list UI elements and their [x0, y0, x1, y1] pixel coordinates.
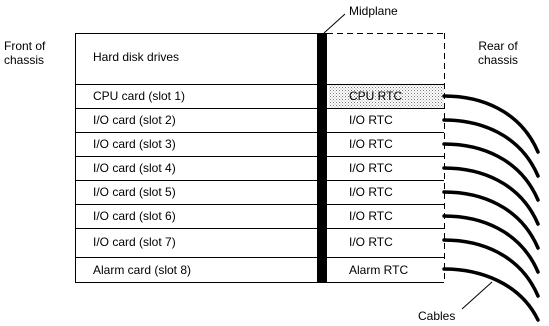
- cables-label: Cables: [418, 309, 456, 323]
- front-of-chassis-label: Front of chassis: [4, 39, 45, 67]
- slot-6-card-label: I/O card (slot 6): [93, 209, 176, 223]
- slot-3-rtc-label: I/O RTC: [349, 137, 393, 151]
- cable-slot-5: [442, 190, 540, 250]
- cpu-rtc-shading: [329, 84, 444, 108]
- cable-slot-4: [442, 166, 540, 226]
- cables: [442, 94, 540, 322]
- slot-4-rtc-label: I/O RTC: [349, 161, 393, 175]
- slot-8-rtc-label: Alarm RTC: [349, 263, 409, 277]
- slot-6-rtc-label: I/O RTC: [349, 209, 393, 223]
- rear-label-line2: chassis: [477, 53, 518, 67]
- slot-1-rtc-label: CPU RTC: [349, 89, 403, 103]
- rear-of-chassis-label: Rear of chassis: [470, 39, 526, 67]
- hard-disk-drives-label: Hard disk drives: [93, 50, 180, 64]
- slot-3-card-label: I/O card (slot 3): [93, 137, 176, 151]
- cable-slot-6: [442, 214, 540, 274]
- front-label-line2: chassis: [4, 53, 45, 67]
- slot-2-card-label: I/O card (slot 2): [93, 113, 176, 127]
- cables-leader: [461, 281, 493, 310]
- slot-4-card-label: I/O card (slot 4): [93, 161, 176, 175]
- slot-2-rtc-label: I/O RTC: [349, 113, 393, 127]
- cable-slot-7: [442, 238, 540, 298]
- cable-slot-2: [442, 118, 540, 178]
- midplane-leader: [323, 13, 346, 34]
- slot-8-card-label: Alarm card (slot 8): [93, 263, 192, 277]
- front-label-line1: Front of: [4, 39, 46, 53]
- slot-1-card-label: CPU card (slot 1): [93, 89, 186, 103]
- cable-slot-8: [442, 267, 540, 322]
- cable-slot-1: [442, 94, 540, 154]
- slot-7-rtc-label: I/O RTC: [349, 235, 393, 249]
- slot-5-card-label: I/O card (slot 5): [93, 185, 176, 199]
- midplane-bar: [317, 33, 327, 283]
- slot-7-card-label: I/O card (slot 7): [93, 235, 176, 249]
- slot-5-rtc-label: I/O RTC: [349, 185, 393, 199]
- midplane-label: Midplane: [349, 4, 398, 18]
- cable-slot-3: [442, 142, 540, 202]
- rear-label-line1: Rear of: [478, 39, 518, 53]
